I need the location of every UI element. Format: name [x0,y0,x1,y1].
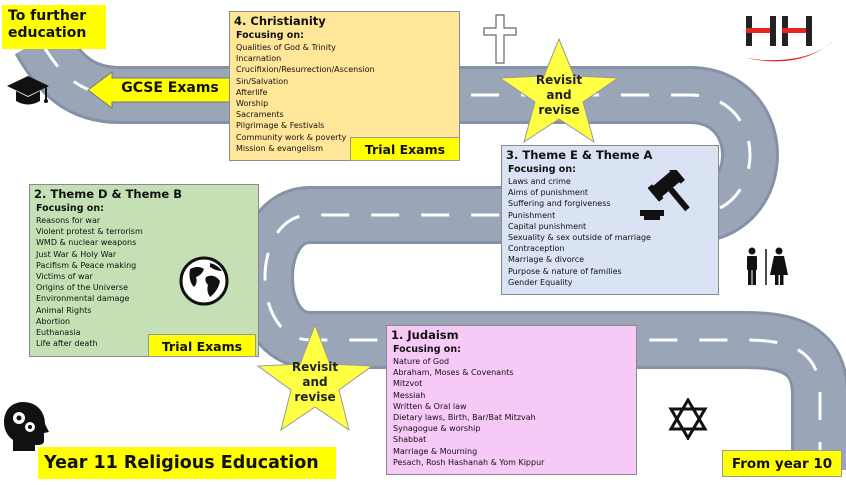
start-label: From year 10 [722,450,842,477]
topic-title: 3. Theme E & Theme A [506,148,653,162]
list-item: Mitzvot [393,379,423,389]
list-item: Synagogue & worship [393,424,481,434]
list-item: Pilgrimage & Festivals [236,121,325,131]
list-item: Community work & poverty [236,132,347,142]
list-item: Incarnation [236,54,282,64]
list-item: Written & Oral law [393,401,467,411]
list-item: WMD & nuclear weapons [36,238,137,248]
course-title: Year 11 Religious Education [38,447,336,479]
list-item: Environmental damage [36,294,130,304]
list-item: Abraham, Moses & Covenants [393,368,514,378]
topic-focus-label: Focusing on: [508,164,576,175]
list-item: Capital punishment [508,221,587,231]
list-item: Nature of God [393,357,450,366]
destination-label: To further education [2,5,106,49]
list-item: Abortion [36,316,71,326]
list-item: Just War & Holy War [36,249,117,259]
star-icon [498,37,620,144]
revisit-label-bottom: Revisit and revise [291,360,339,404]
list-item: Origins of the Universe [36,283,128,293]
list-item: Pesach, Rosh Hashanah & Yom Kippur [393,457,545,467]
topic-title: 4. Christianity [234,14,326,28]
globe-icon [179,256,229,306]
topic-focus-label: Focusing on: [36,203,104,214]
list-item: Animal Rights [36,305,92,315]
people-icon [747,247,788,285]
list-item: Sacraments [236,110,284,120]
list-item: Afterlife [236,87,268,97]
list-item: Reasons for war [36,216,101,225]
list-item: Violent protest & terrorism [36,227,143,237]
list-item: Sin/Salvation [236,76,289,86]
head-gears-icon [4,402,49,451]
gavel-icon [640,170,690,220]
topic-focus-label: Focusing on: [236,30,304,41]
cross-icon [483,14,517,64]
topic-focus-label: Focusing on: [393,344,461,355]
trial-exams-badge: Trial Exams [148,334,256,357]
topic-list: Qualities of God & Trinity Incarnation C… [230,42,459,154]
list-item: Worship [236,99,269,109]
graduation-cap-icon [7,76,49,105]
list-item: Suffering and forgiveness [508,199,611,209]
list-item: Qualities of God & Trinity [236,43,336,52]
star-of-david-icon [668,398,708,440]
list-item: Dietary laws, Birth, Bar/Bat Mitzvah [393,413,536,423]
list-item: Shabbat [393,435,427,445]
list-item: Punishment [508,210,556,220]
revisit-label-top: Revisit and revise [535,73,583,117]
list-item: Euthanasia [36,328,81,338]
topic-christianity: 4. Christianity Focusing on: Qualities o… [229,11,460,161]
list-item: Laws and crime [508,177,571,186]
topic-title: 2. Theme D & Theme B [34,187,182,201]
list-item: Purpose & nature of families [508,266,622,276]
topic-judaism: 1. Judaism Focusing on: Nature of God Ab… [386,325,637,475]
list-item: Gender Equality [508,277,573,287]
list-item: Crucifixion/Resurrection/Ascension [236,65,375,75]
list-item: Victims of war [36,272,93,282]
list-item: Aims of punishment [508,188,589,198]
trial-exams-badge: Trial Exams [350,137,460,161]
list-item: Mission & evangelism [236,143,324,153]
topic-title: 1. Judaism [391,328,459,342]
topic-theme-d-b: 2. Theme D & Theme B Focusing on: Reason… [29,184,259,357]
list-item: Marriage & Mourning [393,446,478,456]
topic-theme-e-a: 3. Theme E & Theme A Focusing on: Laws a… [501,145,719,295]
list-item: Sexuality & sex outside of marriage [508,233,651,243]
gcse-exams-label: GCSE Exams [121,80,219,96]
list-item: Messiah [393,390,426,400]
star-icon [256,323,374,432]
topic-list: Laws and crime Aims of punishment Suffer… [502,176,718,288]
logo-icon [746,16,834,62]
topic-list: Nature of God Abraham, Moses & Covenants… [387,356,636,468]
list-item: Pacifism & Peace making [36,260,137,270]
list-item: Contraception [508,244,565,254]
topic-list: Reasons for war Violent protest & terror… [30,215,258,349]
list-item: Life after death [36,339,98,349]
list-item: Marriage & divorce [508,255,585,265]
